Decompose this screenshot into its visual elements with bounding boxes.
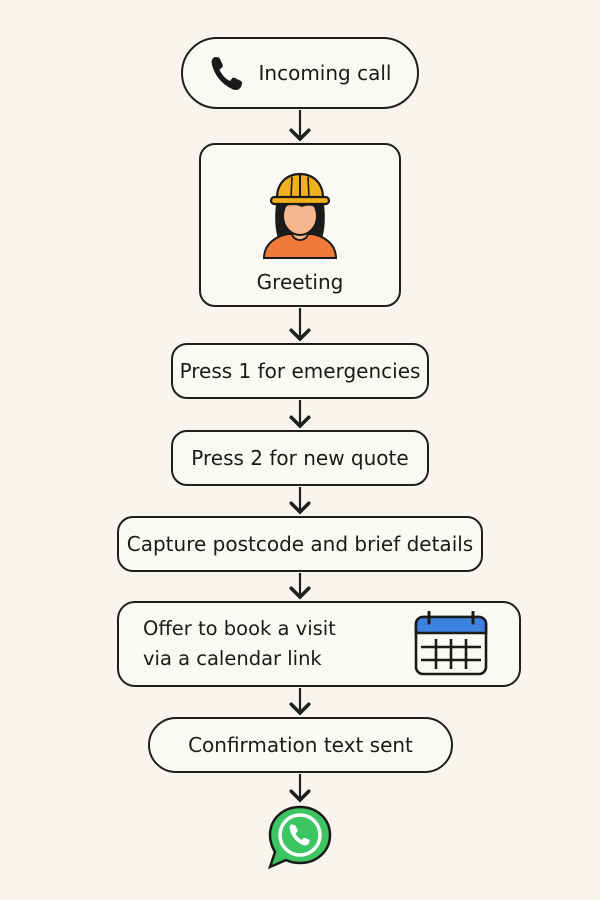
incoming-call-label: Incoming call [258, 61, 392, 85]
press1-label: Press 1 for emergencies [179, 359, 421, 383]
press1-node: Press 1 for emergencies [171, 343, 429, 399]
confirmation-node: Confirmation text sent [148, 717, 453, 773]
calendar-icon [414, 611, 488, 676]
incoming-call-node: Incoming call [181, 37, 419, 109]
worker-hardhat-icon [262, 172, 338, 259]
offer-booking-node: Offer to book a visit via a calendar lin… [117, 601, 521, 687]
greeting-label: Greeting [256, 270, 344, 294]
greeting-node: Greeting [199, 143, 401, 307]
offer-line-1: Offer to book a visit [143, 617, 336, 640]
capture-details-node: Capture postcode and brief details [117, 516, 483, 572]
offer-line-2: via a calendar link [143, 647, 322, 670]
whatsapp-icon [267, 805, 332, 870]
press2-label: Press 2 for new quote [191, 446, 409, 470]
press2-node: Press 2 for new quote [171, 430, 429, 486]
phone-icon [211, 57, 242, 91]
capture-details-label: Capture postcode and brief details [126, 532, 474, 556]
confirmation-label: Confirmation text sent [188, 733, 413, 757]
offer-booking-text: Offer to book a visit via a calendar lin… [143, 614, 336, 674]
